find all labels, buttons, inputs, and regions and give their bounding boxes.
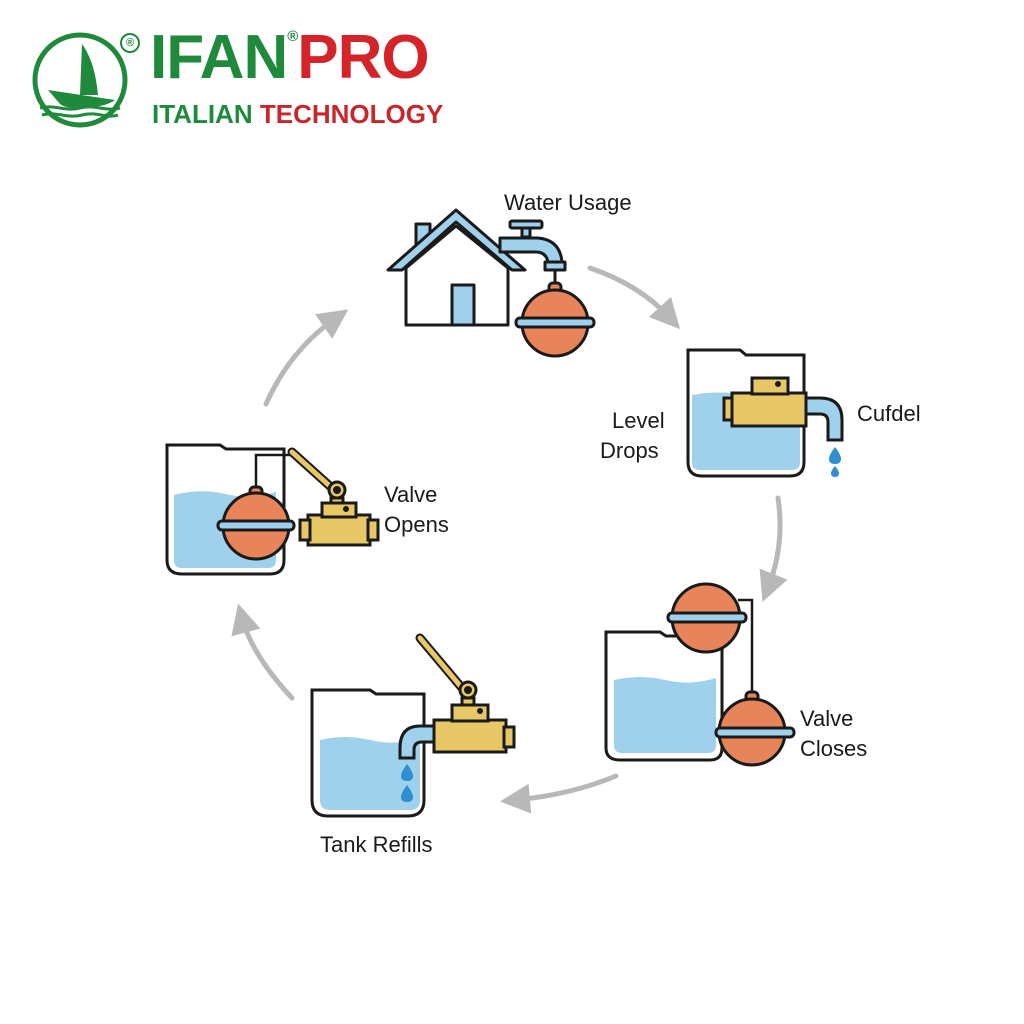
cycle-arrows <box>231 265 788 814</box>
water-drop-icon <box>831 466 839 477</box>
tagline-technology: TECHNOLOGY <box>259 99 444 129</box>
faucet-icon <box>498 219 567 272</box>
label-level-drops-line1: Level <box>612 408 665 433</box>
label-outlet: Cufdel <box>857 401 921 426</box>
brand-name-pro: PRO <box>297 23 429 92</box>
label-tank-refills: Tank Refills <box>320 832 433 857</box>
brass-valve-icon <box>722 376 808 428</box>
arrow-usage-to-drops <box>587 265 681 330</box>
label-valve-closes-line2: Closes <box>800 736 868 761</box>
label-level-drops-line2: Drops <box>600 438 659 463</box>
house-icon <box>386 208 527 327</box>
arrow-closes-to-refills <box>500 773 619 814</box>
label-valve-opens-line1: Valve <box>384 482 438 507</box>
float-ball-icon <box>666 582 796 767</box>
brand-tagline: ITALIAN TECHNOLOGY <box>152 99 443 130</box>
label-valve-opens-line2: Opens <box>384 512 449 537</box>
inlet-pipe-icon <box>398 724 436 802</box>
float-ball-icon <box>514 270 596 358</box>
brass-valve-icon <box>415 633 516 754</box>
arrow-opens-to-usage <box>263 309 349 407</box>
outlet-pipe-icon <box>804 396 844 477</box>
brand-registered: ® <box>287 28 298 45</box>
label-water-usage: Water Usage <box>504 190 632 215</box>
brand-name-ifan: IFAN <box>150 23 288 92</box>
brand-logo: IFAN®PRO <box>150 27 430 89</box>
tagline-italian: ITALIAN <box>152 99 253 129</box>
float-ball-icon <box>216 453 296 561</box>
tank-refills <box>310 688 426 818</box>
arrow-refills-to-opens <box>231 603 295 701</box>
label-valve-closes-line1: Valve <box>800 706 854 731</box>
registered-mark: ® <box>120 33 140 53</box>
arrow-drops-to-closes <box>759 495 788 602</box>
water-drop-icon <box>401 785 413 802</box>
water-drop-icon <box>401 764 413 781</box>
water-drop-icon <box>829 447 841 464</box>
brass-valve-icon <box>287 447 380 547</box>
